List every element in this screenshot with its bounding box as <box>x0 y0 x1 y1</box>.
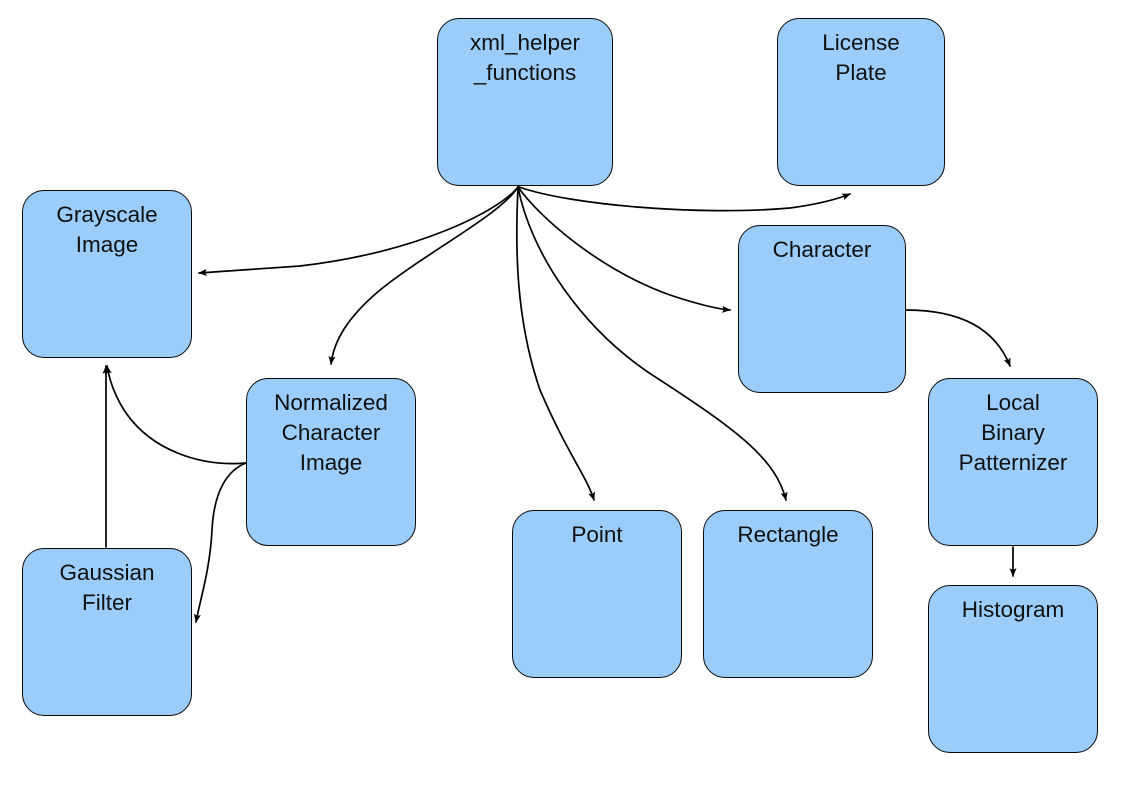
node-label-local_binary_patternizer: Local Binary Patternizer <box>958 390 1068 475</box>
node-rectangle[interactable]: Rectangle <box>703 510 873 678</box>
node-point[interactable]: Point <box>512 510 682 678</box>
edge-xml-to-point <box>515 186 595 501</box>
edge-xml-to-normalized <box>328 186 519 365</box>
node-local_binary_patternizer[interactable]: Local Binary Patternizer <box>928 378 1098 546</box>
node-label-grayscale_image: Grayscale Image <box>56 202 158 257</box>
edge-xml-to-grayscale <box>198 186 519 276</box>
edge-xml-to-rectangle <box>517 186 788 501</box>
node-license_plate[interactable]: License Plate <box>777 18 945 186</box>
node-label-gaussian_filter: Gaussian Filter <box>59 560 155 615</box>
node-xml_helper_functions[interactable]: xml_helper _functions <box>437 18 613 186</box>
node-label-normalized_character_image: Normalized Character Image <box>274 390 388 475</box>
edge-normalized-to-grayscale <box>104 365 247 465</box>
node-label-character: Character <box>772 237 872 262</box>
edge-normalized-to-gaussian <box>193 462 247 623</box>
node-label-xml_helper_functions: xml_helper _functions <box>469 30 581 85</box>
edge-xml-to-character <box>517 186 731 313</box>
node-grayscale_image[interactable]: Grayscale Image <box>22 190 192 358</box>
node-normalized_character_image[interactable]: Normalized Character Image <box>246 378 416 546</box>
node-label-point: Point <box>571 522 623 547</box>
node-label-license_plate: License Plate <box>822 30 900 85</box>
node-character[interactable]: Character <box>738 225 906 393</box>
node-label-histogram: Histogram <box>961 597 1065 622</box>
edge-character-to-lbp <box>905 309 1011 367</box>
node-histogram[interactable]: Histogram <box>928 585 1098 753</box>
edge-xml-to-license-plate <box>518 186 851 212</box>
node-label-rectangle: Rectangle <box>737 522 839 547</box>
node-gaussian_filter[interactable]: Gaussian Filter <box>22 548 192 716</box>
